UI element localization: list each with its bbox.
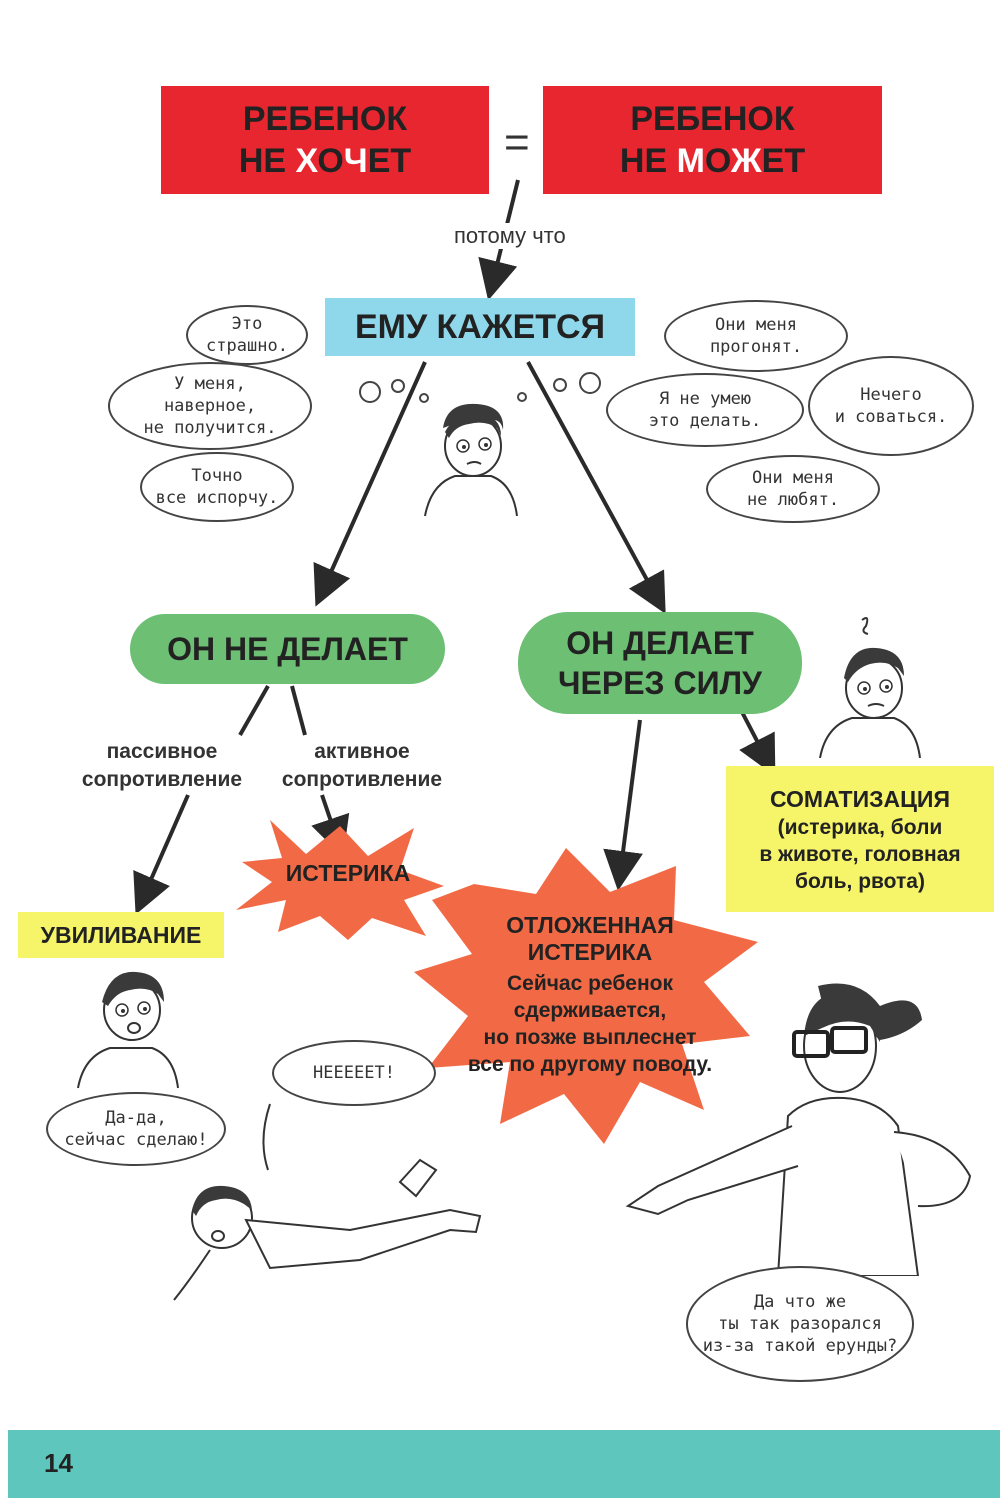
boy-speech-bubble: Да-да, сейчас сделаю! <box>46 1092 226 1166</box>
thought-cloud: Они меня не любят. <box>706 455 880 523</box>
because-label: потому что <box>452 223 568 249</box>
line-passive <box>238 685 270 736</box>
equals-sign: = <box>504 118 530 167</box>
delayed-hysteria-star-shape <box>414 848 758 1144</box>
thought-dot <box>553 378 567 392</box>
child-doesnt-want-line1: РЕБЕНОК <box>242 100 408 138</box>
arrow-to-forced <box>526 361 666 615</box>
hysteria-star-shape <box>236 820 444 940</box>
thought-cloud: Я не умею это делать. <box>606 373 804 447</box>
active-resistance-label: активное сопротивление <box>281 740 443 791</box>
child-doesnt-want-box: РЕБЕНОК НЕ ХОЧЕТ <box>161 86 489 194</box>
somatization-box: СОМАТИЗАЦИЯ (истерика, боли в животе, го… <box>726 766 994 912</box>
avoidance-box: УВИЛИВАНИЕ <box>18 912 224 958</box>
somatization-description: (истерика, боли в животе, головная боль,… <box>759 815 961 893</box>
footer-bar <box>8 1430 1000 1498</box>
delayed-hysteria-description: Сейчас ребенок сдерживается, но позже вы… <box>467 972 713 1076</box>
boy-tantrum-illustration <box>173 1103 482 1301</box>
boy-dodging-illustration <box>77 971 179 1089</box>
hysteria-label: ИСТЕРИКА <box>285 860 411 886</box>
thought-dot <box>517 392 527 402</box>
thought-cloud: Это страшно. <box>186 305 308 365</box>
mother-illustration <box>625 983 972 1276</box>
child-cannot-line1: РЕБЕНОК <box>630 100 795 138</box>
thought-dot <box>419 393 429 403</box>
thought-cloud: У меня, наверное, не получится. <box>108 362 312 450</box>
child-cannot-line2: НЕ МОЖЕТ <box>619 142 806 180</box>
somatization-title: СОМАТИЗАЦИЯ <box>769 785 950 812</box>
arrow-to-avoidance <box>133 794 190 915</box>
thought-dot <box>391 379 405 393</box>
child-cannot-box: РЕБЕНОК НЕ МОЖЕТ <box>543 86 882 194</box>
passive-resistance-label: пассивное сопротивление <box>81 740 243 791</box>
child-doesnt-want-line2: НЕ ХОЧЕТ <box>238 142 412 180</box>
boy-worried-illustration <box>819 617 921 758</box>
arrow-to-not-doing <box>313 361 427 607</box>
tantrum-speech-bubble: НЕЕЕЕЕТ! <box>272 1040 436 1106</box>
not-doing-node: ОН НЕ ДЕЛАЕТ <box>130 614 445 684</box>
thought-cloud: Точно все испорчу. <box>140 452 294 522</box>
thought-cloud: Они меня прогонят. <box>664 300 848 372</box>
thought-cloud: Нечего и соваться. <box>808 356 974 456</box>
delayed-hysteria-title: ОТЛОЖЕННАЯ ИСТЕРИКА <box>506 912 674 965</box>
mother-speech-bubble: Да что же ты так разорался из-за такой е… <box>686 1266 914 1382</box>
thought-dot <box>579 372 601 394</box>
boy-thinking-illustration <box>424 403 518 516</box>
arrow-to-delayed <box>603 719 643 891</box>
line-active <box>290 685 307 736</box>
thought-dot <box>359 381 381 403</box>
it-seems-box: ЕМУ КАЖЕТСЯ <box>325 298 635 356</box>
page-number: 14 <box>44 1448 73 1478</box>
doing-by-force-node: ОН ДЕЛАЕТ ЧЕРЕЗ СИЛУ <box>518 612 802 714</box>
arrow-to-somatization <box>739 711 776 777</box>
